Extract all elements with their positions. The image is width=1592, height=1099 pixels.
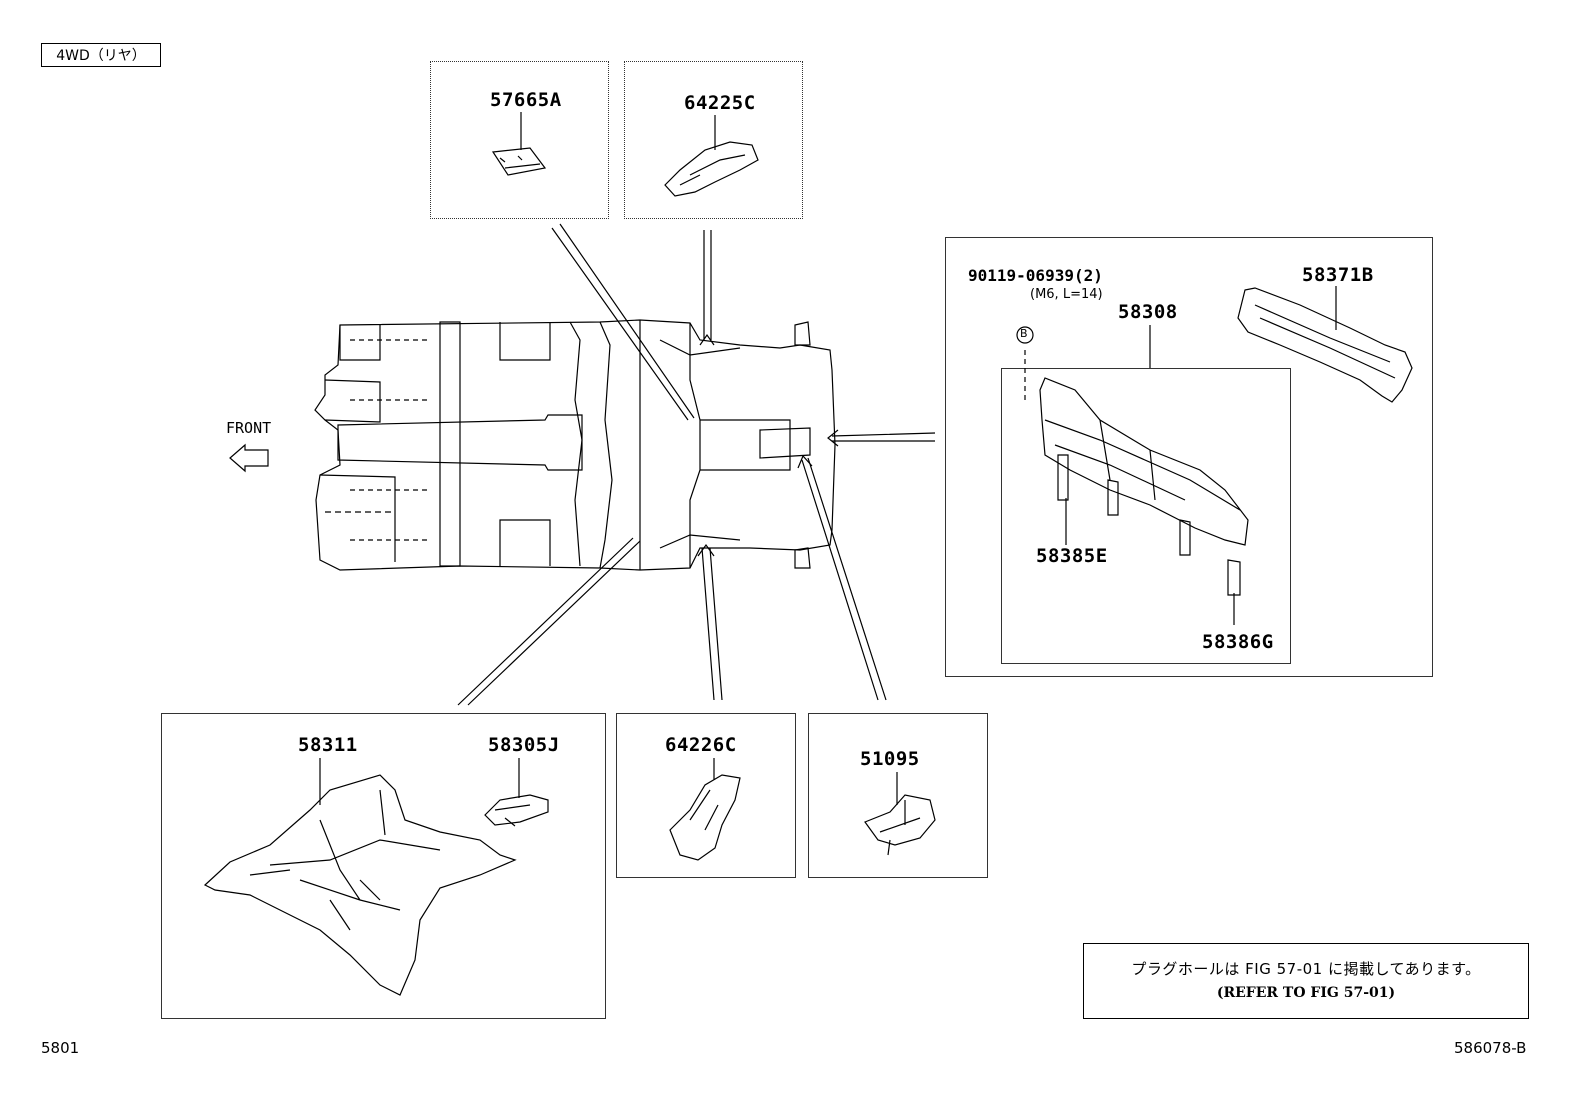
part-58308-drawing [1039,377,1249,546]
label-90119[interactable]: 90119-06939(2) [968,266,1103,285]
label-64225c[interactable]: 64225C [684,92,756,114]
label-51095[interactable]: 51095 [860,748,920,770]
panel-rear-floor-pan[interactable] [161,713,606,1019]
label-90119-ref: B [1020,327,1028,340]
panel-57665a[interactable] [430,61,609,219]
panel-58308-subassembly[interactable] [1001,368,1291,664]
bolt-ref-b-icon [1016,326,1034,344]
footer-left-code: 5801 [41,1039,80,1057]
underbody-outline [314,319,836,571]
label-58386g[interactable]: 58386G [1202,631,1274,653]
label-58385e[interactable]: 58385E [1036,545,1108,567]
part-58371b-drawing [1237,287,1413,403]
part-64225c-drawing [664,141,759,197]
part-58311-drawing [203,774,517,996]
label-58305j[interactable]: 58305J [488,734,560,756]
part-51095-drawing [864,794,936,856]
footer-right-code: 586078-B [1454,1039,1527,1057]
front-label: FRONT [226,419,272,437]
label-64226c[interactable]: 64226C [665,734,737,756]
part-57665a-drawing [491,147,547,176]
label-58311[interactable]: 58311 [298,734,358,756]
panel-51095[interactable] [808,713,988,878]
label-57665a[interactable]: 57665A [490,89,562,111]
panel-64225c[interactable] [624,61,803,219]
label-58308[interactable]: 58308 [1118,301,1178,323]
label-58371b[interactable]: 58371B [1302,264,1374,286]
part-58305j-drawing [484,794,549,827]
part-64226c-drawing [669,774,741,861]
note-japanese: プラグホールは FIG 57-01 に掲載してあります。 [1131,960,1481,978]
front-arrow-icon [229,443,269,473]
variant-tag: 4WD（リヤ） [41,43,161,67]
label-90119-spec: (M6, L=14) [1030,287,1103,302]
reference-note: プラグホールは FIG 57-01 に掲載してあります。 (REFER TO F… [1083,943,1529,1019]
note-english: (REFER TO FIG 57-01) [1216,985,1396,1001]
